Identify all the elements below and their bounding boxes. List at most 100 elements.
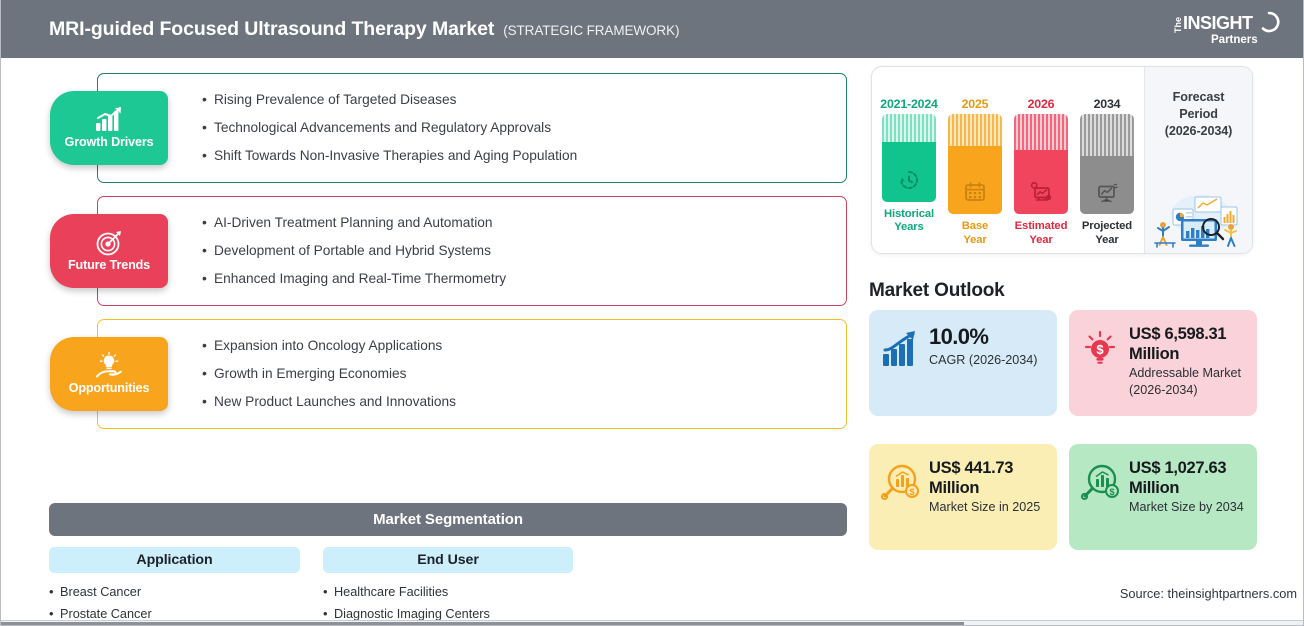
presentation-chart-icon <box>1094 180 1120 204</box>
bar-stripe-top <box>1080 114 1134 156</box>
bar-stripe-top <box>1014 114 1068 150</box>
segmentation-item: Diagnostic Imaging Centers <box>323 604 573 625</box>
left-column: Growth Drivers Rising Prevalence of Targ… <box>1 58 861 625</box>
outlook-card-label: Market Size by 2034 <box>1129 500 1244 515</box>
svg-text:$: $ <box>1096 342 1104 357</box>
page-subtitle: (STRATEGIC FRAMEWORK) <box>503 22 680 38</box>
block-item: Enhanced Imaging and Real-Time Thermomet… <box>202 265 846 293</box>
forecast-period-side: Forecast Period (2026-2034) <box>1144 67 1252 253</box>
segmentation-column-end-user: End User Healthcare Facilities Diagnosti… <box>323 547 573 625</box>
pill-future-trends[interactable]: Future Trends <box>50 213 168 288</box>
scrollbar-thumb[interactable] <box>1 622 965 625</box>
right-column: 2021-2024 <box>863 58 1303 625</box>
outlook-card-text: 10.0% CAGR (2026-2034) <box>929 324 1047 368</box>
svg-text:$: $ <box>1109 487 1114 497</box>
page-title: MRI-guided Focused Ultrasound Therapy Ma… <box>49 17 495 40</box>
source-attribution: Source: theinsightpartners.com <box>1119 586 1297 601</box>
outlook-card-market-size-2025: $ US$ 441.73 Million Market Size in 2025 <box>869 444 1057 550</box>
outlook-card-text: US$ 1,027.63 Million Market Size by 2034 <box>1129 458 1247 516</box>
horizontal-scrollbar[interactable] <box>1 620 1303 625</box>
bar-chart-growth-icon <box>92 106 126 134</box>
forecast-bar-projected: 2034 <box>1080 97 1134 247</box>
lightbulb-hand-icon <box>92 352 126 380</box>
forecast-bar-estimated: 2026 <box>1014 97 1068 247</box>
forecast-screen-icon <box>1028 180 1054 204</box>
segmentation-item-list: Healthcare Facilities Diagnostic Imaging… <box>323 573 573 625</box>
bar-year-label: 2025 <box>961 97 989 111</box>
outlook-card-value: US$ 1,027.63 Million <box>1129 459 1227 498</box>
pill-growth-drivers[interactable]: Growth Drivers <box>50 90 168 165</box>
forecast-period-line2: Period <box>1179 107 1218 121</box>
block-item: Shift Towards Non-Invasive Therapies and… <box>202 142 846 170</box>
segmentation-column-application: Application Breast Cancer Prostate Cance… <box>49 547 300 625</box>
bar-shape <box>882 114 936 202</box>
outlook-card-label: Market Size in 2025 <box>929 500 1041 515</box>
outlook-card-value: 10.0% <box>929 324 989 349</box>
outlook-card-value: US$ 6,598.31 Million <box>1129 325 1227 364</box>
bar-solid-bottom <box>948 146 1002 215</box>
block-item: AI-Driven Treatment Planning and Automat… <box>202 209 846 237</box>
page-header: MRI-guided Focused Ultrasound Therapy Ma… <box>1 0 1303 58</box>
outlook-card-value: US$ 441.73 Million <box>929 459 1014 498</box>
dollar-lightbulb-icon: $ <box>1079 328 1121 370</box>
segmentation-item-list: Breast Cancer Prostate Cancer Liver Canc… <box>49 573 300 625</box>
insight-partners-logo: The INSIGHT Partners <box>1165 7 1287 51</box>
pill-opportunities[interactable]: Opportunities <box>50 336 168 411</box>
bar-shape <box>948 114 1002 215</box>
block-opportunities: Opportunities Expansion into Oncology Ap… <box>50 319 847 429</box>
block-item: Technological Advancements and Regulator… <box>202 114 846 142</box>
page-body: Growth Drivers Rising Prevalence of Targ… <box>1 58 1303 625</box>
block-item: Rising Prevalence of Targeted Diseases <box>202 86 846 114</box>
segmentation-column-title: Application <box>49 547 300 573</box>
forecast-period-range: (2026-2034) <box>1164 124 1233 138</box>
svg-text:The: The <box>1173 17 1183 33</box>
forecast-period-line1: Forecast <box>1172 90 1225 104</box>
bar-shape <box>1080 114 1134 215</box>
pill-label: Opportunities <box>68 381 150 396</box>
svg-text:Partners: Partners <box>1211 34 1258 46</box>
pill-label: Future Trends <box>67 258 151 273</box>
bar-stripe-top <box>948 114 1002 146</box>
market-segmentation-label: Market Segmentation <box>373 511 523 528</box>
bar-year-label: 2034 <box>1093 97 1121 111</box>
outlook-card-text: US$ 441.73 Million Market Size in 2025 <box>929 458 1047 516</box>
segmentation-item: Healthcare Facilities <box>323 582 573 604</box>
outlook-card-addressable-market: $ US$ 6,598.31 Million Addressable Marke… <box>1069 310 1257 416</box>
block-item: Development of Portable and Hybrid Syste… <box>202 237 846 265</box>
bar-year-label: 2021-2024 <box>880 97 938 111</box>
forecast-timeline-panel: 2021-2024 <box>871 66 1253 254</box>
block-item-list: AI-Driven Treatment Planning and Automat… <box>98 197 846 305</box>
outlook-card-label: CAGR (2026-2034) <box>929 352 1038 367</box>
market-segmentation-header: Market Segmentation <box>49 503 847 536</box>
forecast-bar-historical: 2021-2024 <box>880 97 938 247</box>
svg-text:INSIGHT: INSIGHT <box>1183 13 1253 33</box>
bar-solid-bottom <box>1080 156 1134 215</box>
bar-solid-bottom <box>1014 150 1068 215</box>
block-item: New Product Launches and Innovations <box>202 388 846 416</box>
growth-bar-arrow-icon <box>879 328 921 370</box>
header-title-group: MRI-guided Focused Ultrasound Therapy Ma… <box>49 18 679 41</box>
calendar-icon <box>962 180 988 204</box>
target-dart-icon <box>92 229 126 257</box>
outlook-card-market-size-2034: $ US$ 1,027.63 Million Market Size by 20… <box>1069 444 1257 550</box>
pill-label: Growth Drivers <box>64 135 154 150</box>
forecast-bar-base: 2025 <box>948 97 1002 247</box>
segmentation-item: Breast Cancer <box>49 582 300 604</box>
person-right <box>1223 224 1237 247</box>
block-growth-drivers: Growth Drivers Rising Prevalence of Targ… <box>50 73 847 183</box>
segmentation-item: Prostate Cancer <box>49 604 300 625</box>
block-item-list: Expansion into Oncology Applications Gro… <box>98 320 846 428</box>
person-left <box>1156 222 1170 246</box>
block-item: Growth in Emerging Economies <box>202 360 846 388</box>
outlook-card-cagr: 10.0% CAGR (2026-2034) <box>869 310 1057 416</box>
bar-year-label: 2026 <box>1027 97 1055 111</box>
bar-stripe-top <box>882 114 936 142</box>
block-future-trends: Future Trends AI-Driven Treatment Planni… <box>50 196 847 306</box>
bar-shape <box>1014 114 1068 215</box>
market-outlook-title: Market Outlook <box>869 280 1005 301</box>
